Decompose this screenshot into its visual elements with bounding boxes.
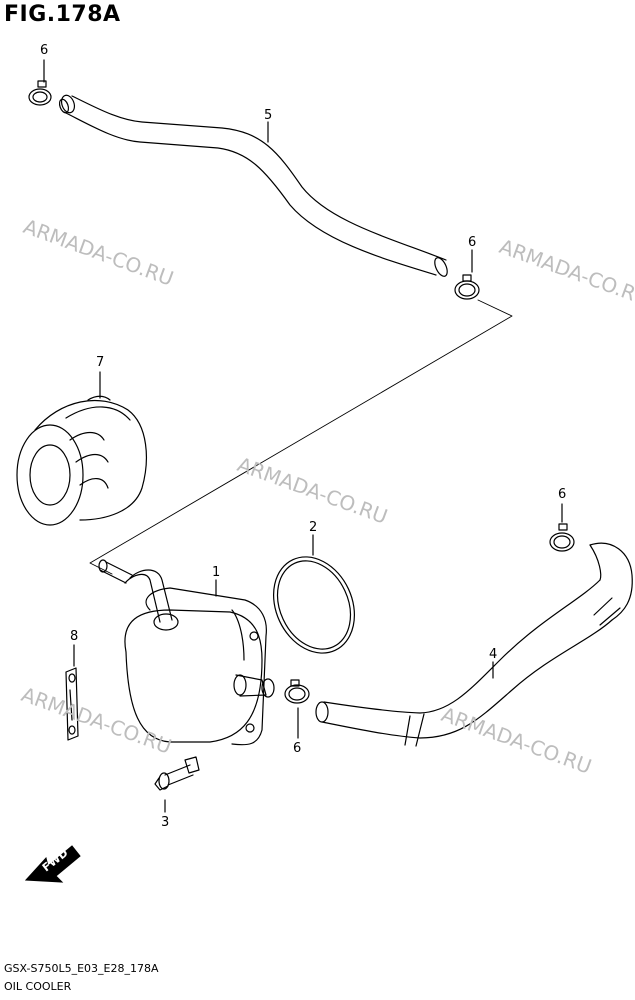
callout-6-top-left: 6: [40, 43, 48, 58]
figure-name: OIL COOLER: [4, 980, 72, 993]
callout-2: 2: [309, 520, 317, 535]
o-ring: [272, 556, 356, 654]
callout-8: 8: [70, 629, 78, 644]
reference-line: [89, 299, 513, 575]
callout-1: 1: [212, 565, 220, 580]
figure-title: FIG.178A: [4, 2, 121, 27]
watermark-1: ARMADA-CO.RU: [20, 214, 177, 291]
watermark-2: ARMADA-CO.RU: [496, 234, 635, 311]
callout-5: 5: [264, 108, 272, 123]
callout-3: 3: [161, 815, 169, 830]
upper-oil-hose: [58, 94, 448, 277]
figure-code: GSX-S750L5_E03_E28_178A: [4, 962, 159, 975]
hose-clamp-center: [284, 679, 310, 704]
bolt: [154, 756, 200, 791]
lower-oil-hose: [315, 542, 633, 747]
hose-clamp-right: [549, 523, 575, 552]
callout-7: 7: [96, 355, 104, 370]
oil-filter: [16, 395, 147, 526]
hose-clamp-top-right: [454, 274, 480, 300]
callout-6-center: 6: [293, 741, 301, 756]
callout-4: 4: [489, 647, 497, 662]
bracket: [65, 667, 79, 741]
callout-6-top-right: 6: [468, 235, 476, 250]
hose-clamp-top-left: [28, 80, 52, 106]
callout-6-right: 6: [558, 487, 566, 502]
watermark-5: ARMADA-CO.RU: [438, 702, 595, 779]
watermark-3: ARMADA-CO.RU: [234, 452, 391, 529]
fwd-arrow: FWD: [24, 845, 81, 883]
watermark-4: ARMADA-CO.RU: [18, 682, 175, 759]
oil-cooler: [98, 559, 275, 746]
